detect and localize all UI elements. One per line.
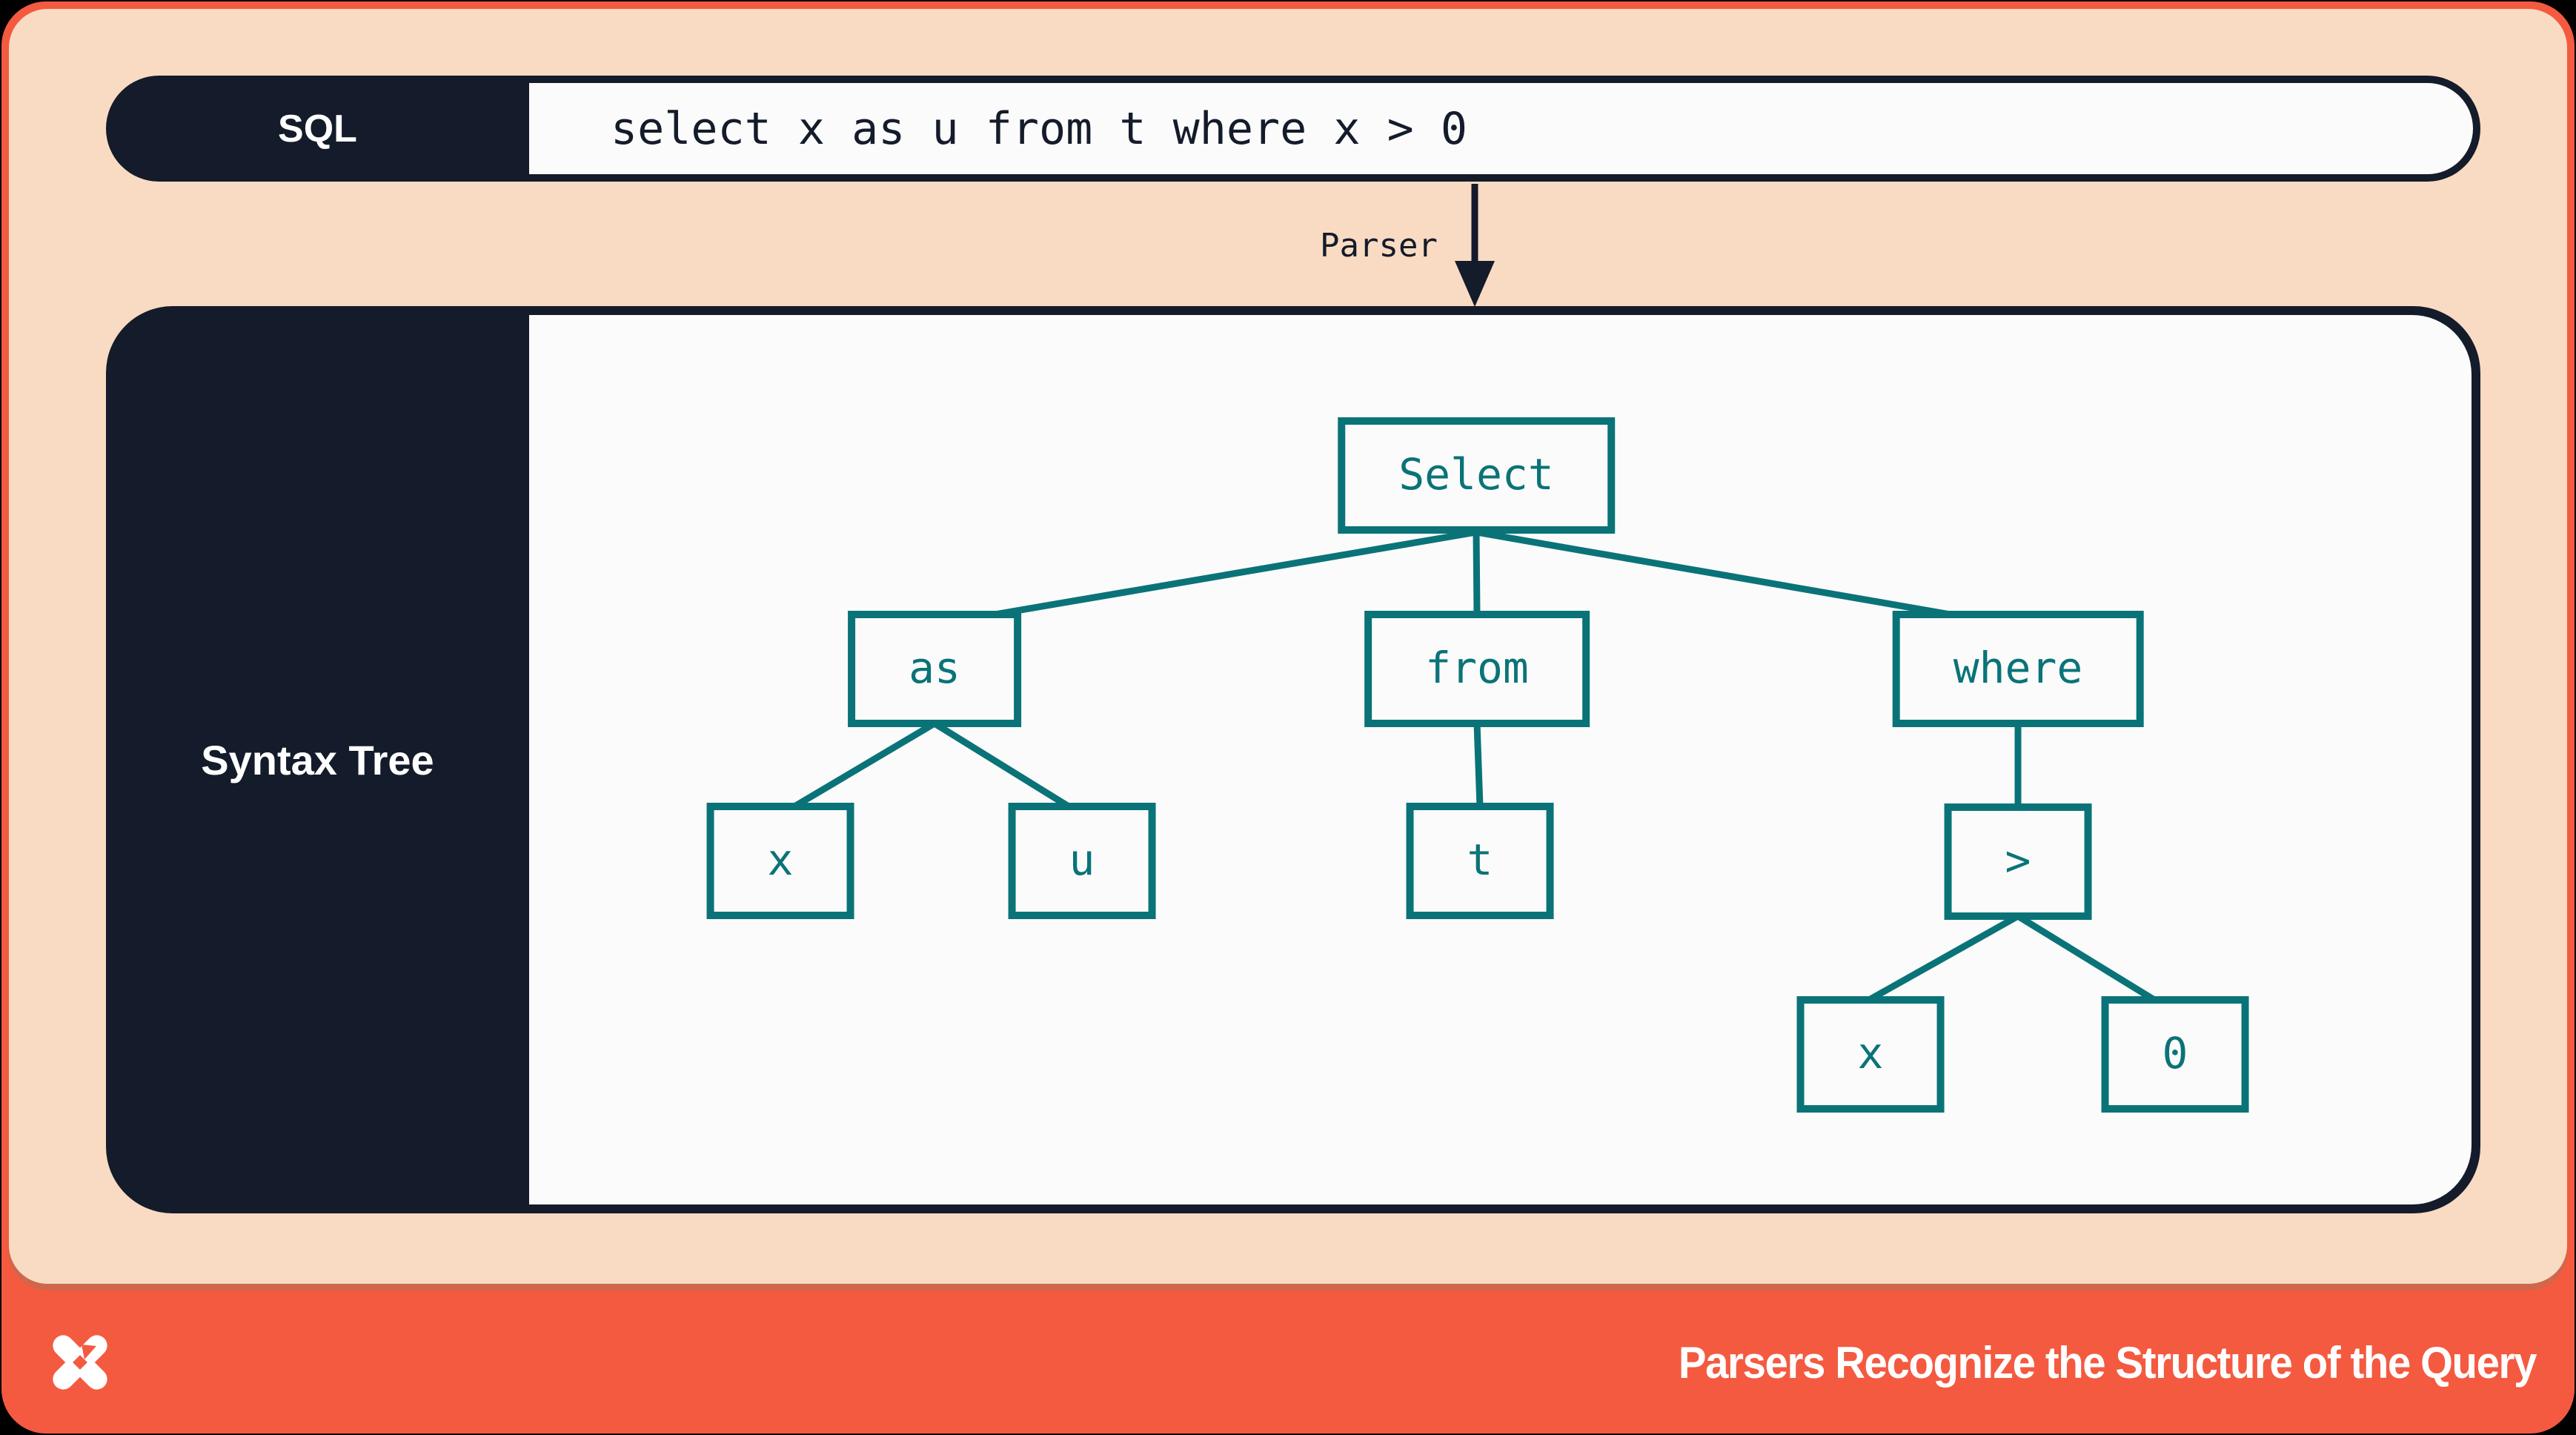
- footer-bar: Parsers Recognize the Structure of the Q…: [1, 1291, 2575, 1434]
- sql-query-text: select x as u from t where x > 0: [529, 83, 2473, 174]
- sql-bar: SQL select x as u from t where x > 0: [106, 76, 2480, 182]
- syntax-tree-panel: Syntax Tree: [106, 306, 2480, 1213]
- sql-bar-label: SQL: [278, 107, 357, 150]
- parser-label: Parser: [1320, 227, 1438, 265]
- syntax-tree-surface: [529, 315, 2472, 1204]
- syntax-tree-label: Syntax Tree: [201, 736, 434, 783]
- footer-caption: Parsers Recognize the Structure of the Q…: [1678, 1337, 2537, 1388]
- dolt-x-logo-icon: [53, 1335, 107, 1390]
